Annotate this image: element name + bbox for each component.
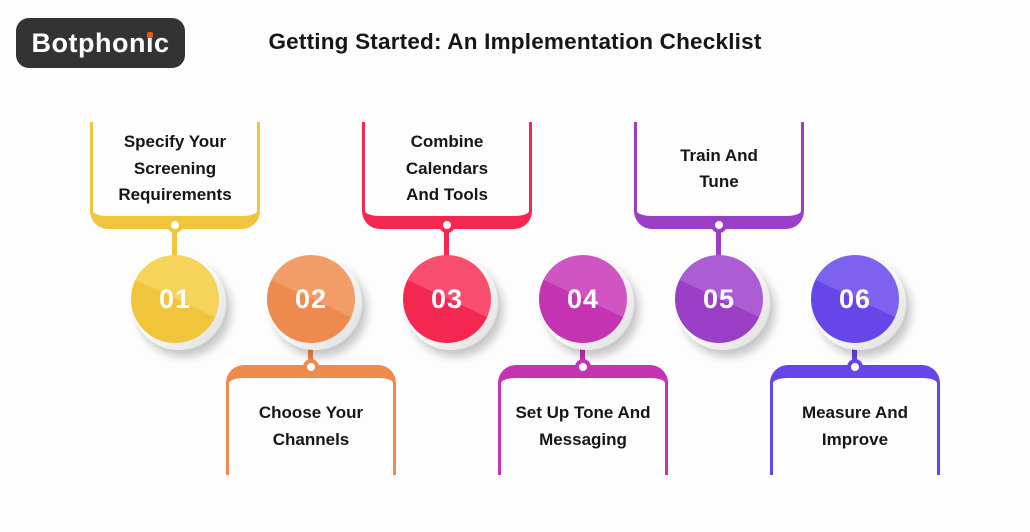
step-02-connector-ring	[303, 359, 319, 375]
step-05-connector-stem	[716, 230, 721, 257]
step-05-label-frame: Train And Tune	[634, 122, 804, 229]
step-03: Combine Calendars And Tools 03	[362, 0, 532, 532]
step-04-circle: 04	[539, 255, 627, 343]
step-05-number: 05	[702, 283, 736, 314]
step-01-label-frame: Specify Your Screening Requirements	[90, 122, 260, 229]
step-06: Measure And Improve 06	[770, 0, 940, 532]
step-02-connector-stem	[308, 338, 313, 362]
page-title: Getting Started: An Implementation Check…	[268, 29, 762, 54]
step-06-label-frame: Measure And Improve	[770, 365, 940, 475]
step-03-connector-ring	[439, 217, 455, 233]
step-06-label: Measure And Improve	[801, 403, 909, 449]
step-03-connector-stem	[444, 230, 449, 257]
brand-logo-text-start: Botphon	[31, 27, 146, 58]
step-03-label: Combine Calendars And Tools	[405, 132, 489, 205]
step-02-number: 02	[294, 283, 328, 314]
brand-logo-text-end: c	[153, 27, 170, 58]
step-01-circle: 01	[131, 255, 219, 343]
step-06-number: 06	[838, 283, 872, 314]
step-04-connector-stem	[580, 338, 585, 362]
step-06-connector-stem	[852, 338, 857, 362]
step-04-label: Set Up Tone And Messaging	[515, 403, 651, 449]
step-02-label-frame: Choose Your Channels	[226, 365, 396, 475]
step-06-connector-ring	[847, 359, 863, 375]
step-02-circle: 02	[267, 255, 355, 343]
step-05-label: Train And Tune	[680, 145, 758, 192]
brand-logo-dotted-i: ı	[145, 27, 154, 58]
step-03-number: 03	[430, 283, 464, 314]
step-06-circle: 06	[811, 255, 899, 343]
step-01-number: 01	[158, 283, 192, 314]
step-01-label: Specify Your Screening Requirements	[118, 132, 232, 205]
step-02-label: Choose Your Channels	[258, 403, 364, 449]
step-04-number: 04	[566, 283, 600, 314]
step-05: Train And Tune 05	[634, 0, 804, 532]
step-04: Set Up Tone And Messaging 04	[498, 0, 668, 532]
step-02: Choose Your Channels 02	[226, 0, 396, 532]
step-03-label-frame: Combine Calendars And Tools	[362, 122, 532, 229]
step-05-connector-ring	[711, 217, 727, 233]
step-04-connector-ring	[575, 359, 591, 375]
step-01-connector-ring	[167, 217, 183, 233]
step-05-circle: 05	[675, 255, 763, 343]
step-03-circle: 03	[403, 255, 491, 343]
step-01-connector-stem	[172, 230, 177, 257]
step-01: Specify Your Screening Requirements 01	[90, 0, 260, 532]
step-04-label-frame: Set Up Tone And Messaging	[498, 365, 668, 475]
